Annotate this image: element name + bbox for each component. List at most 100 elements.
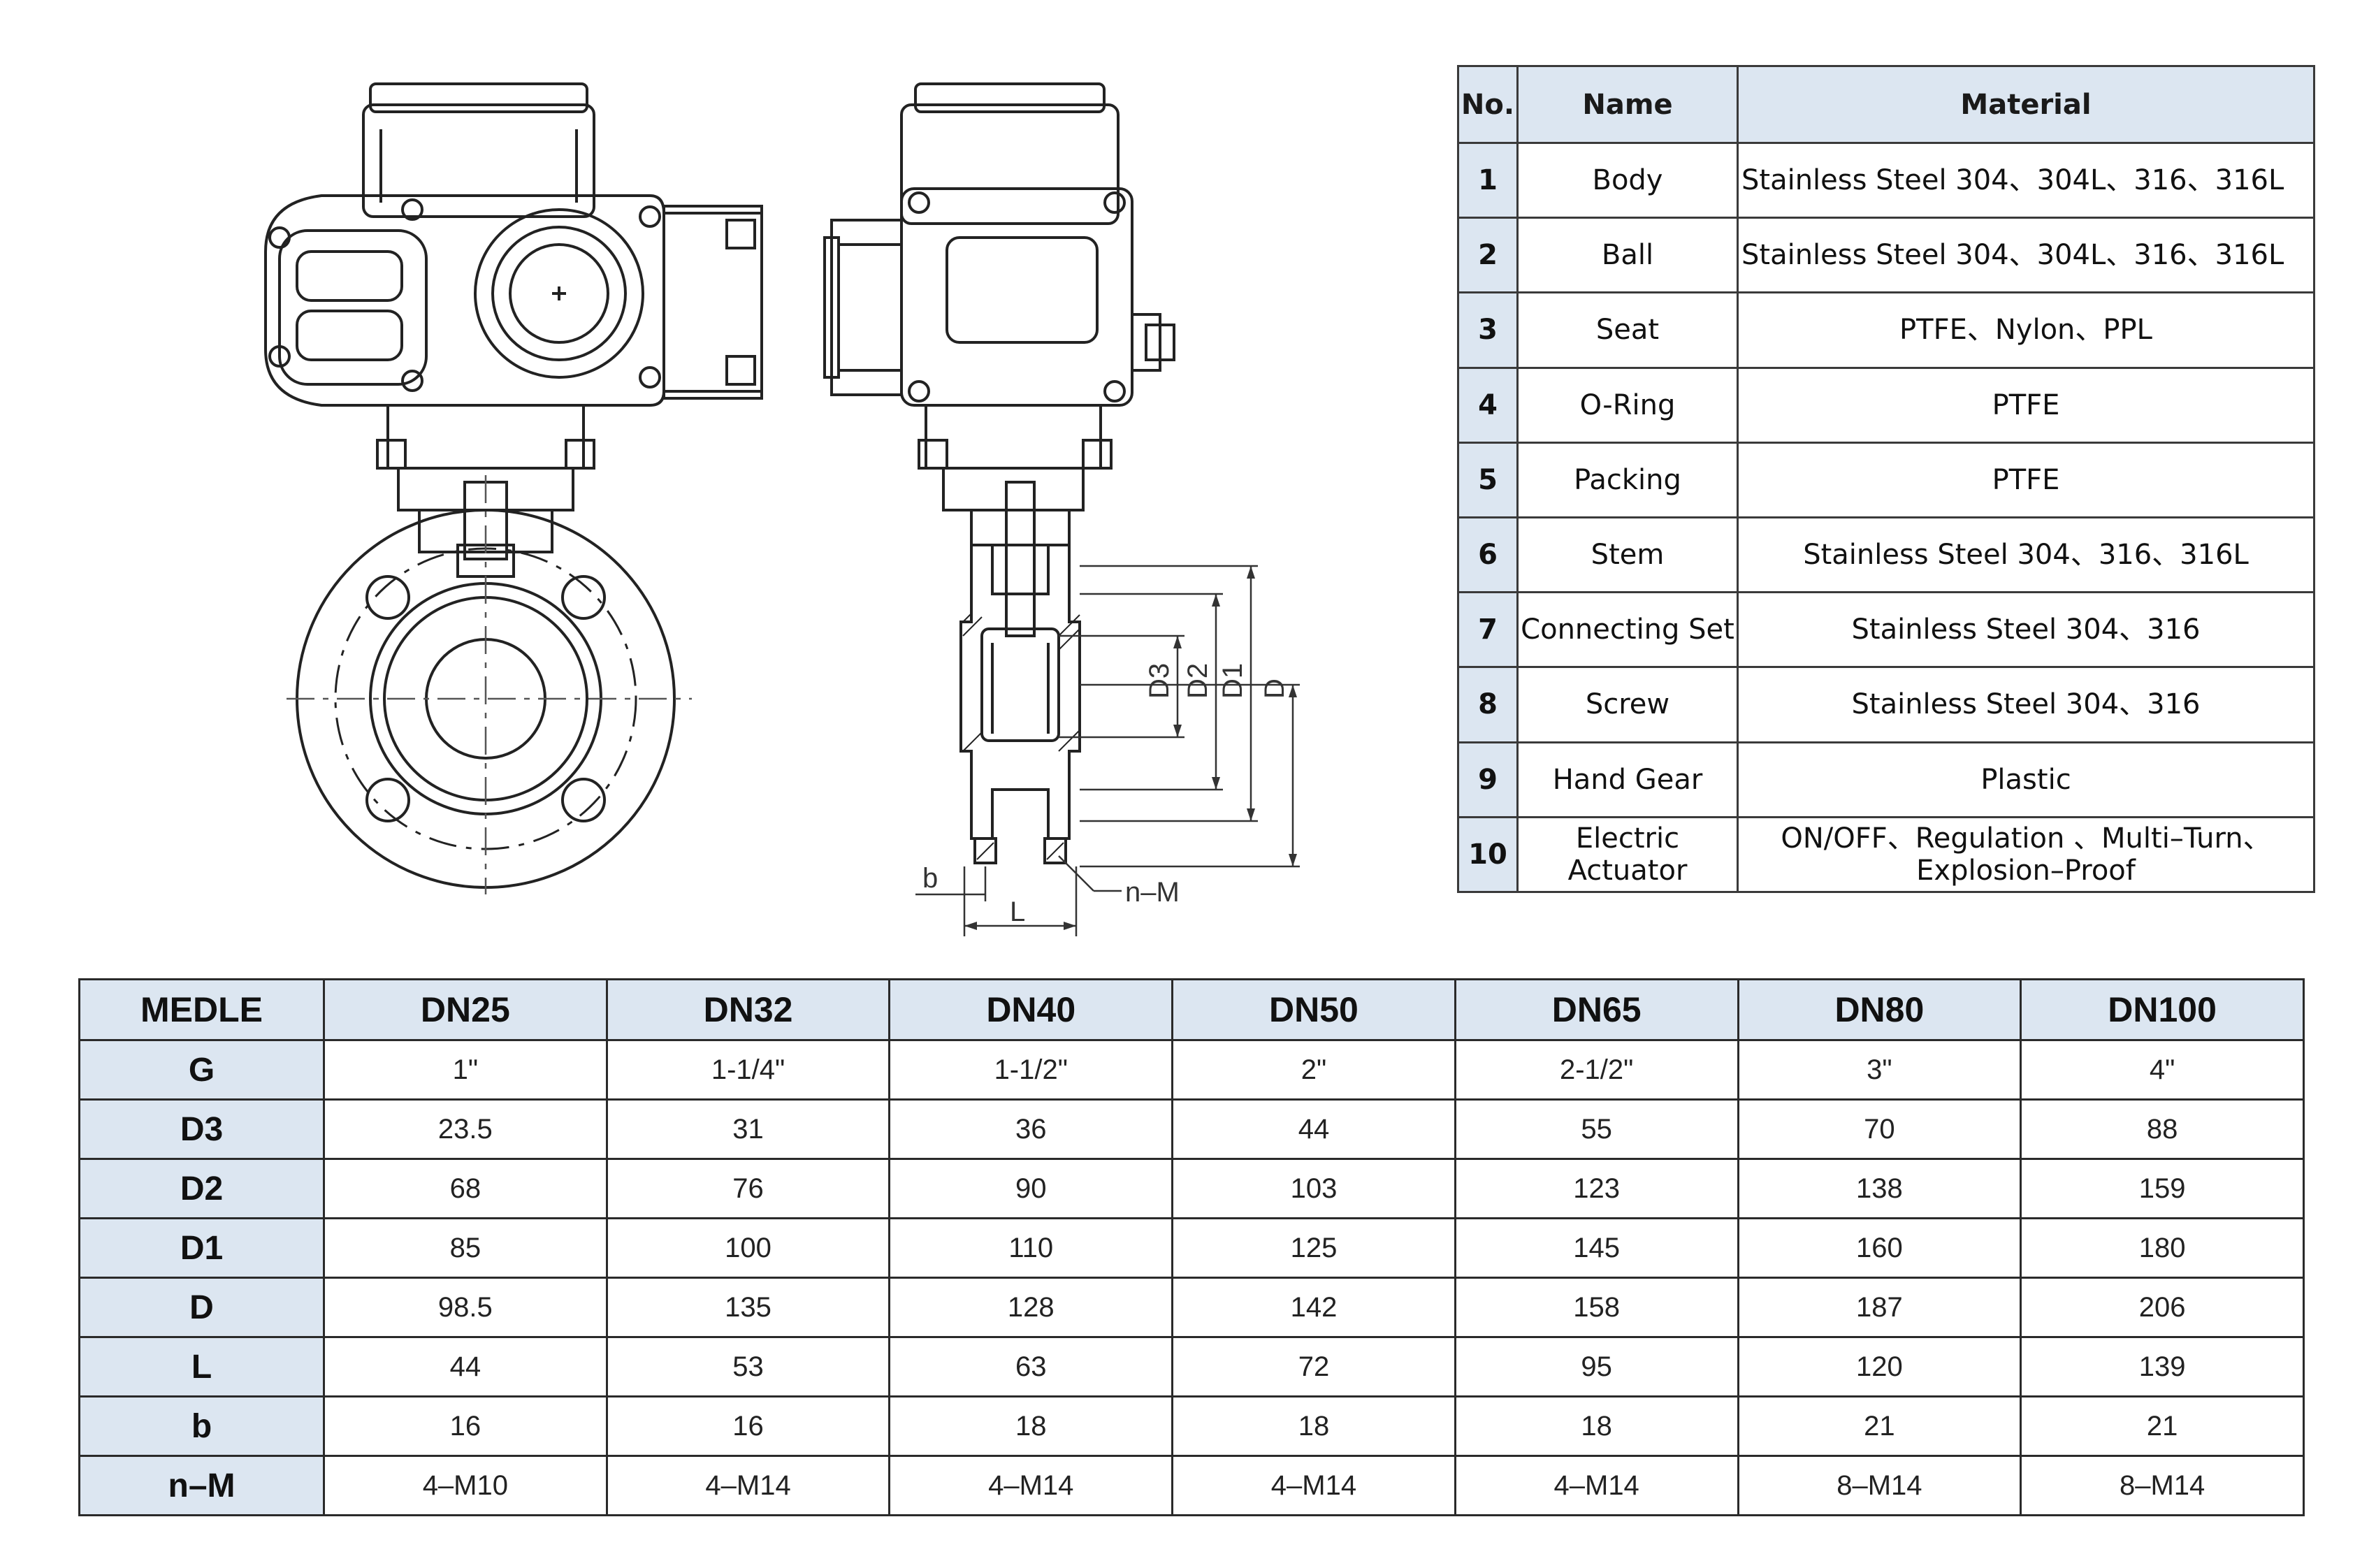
header-name: Name bbox=[1516, 65, 1739, 144]
dim-label-d2: D2 bbox=[1182, 663, 1213, 699]
dimension-value: 76 bbox=[605, 1158, 891, 1219]
part-material: PTFE、Nylon、PPL bbox=[1737, 291, 2315, 369]
dimension-value: 4–M10 bbox=[323, 1455, 608, 1516]
header-size: DN50 bbox=[1171, 978, 1456, 1041]
dimension-value: 44 bbox=[323, 1336, 608, 1398]
part-material: PTFE bbox=[1737, 441, 2315, 518]
dimension-value: 55 bbox=[1454, 1098, 1739, 1160]
part-number: 8 bbox=[1457, 666, 1519, 743]
dimension-value: 135 bbox=[605, 1277, 891, 1338]
dimension-value: 206 bbox=[2020, 1277, 2305, 1338]
part-name: Body bbox=[1516, 141, 1739, 219]
front-view bbox=[264, 82, 763, 889]
dimension-value: 98.5 bbox=[323, 1277, 608, 1338]
part-material: Stainless Steel 304、316、316L bbox=[1737, 516, 2315, 594]
part-material: PTFE bbox=[1737, 366, 2315, 444]
dimension-value: 2" bbox=[1171, 1039, 1456, 1101]
dimension-value: 145 bbox=[1454, 1217, 1739, 1279]
dimension-label: n–M bbox=[78, 1455, 325, 1516]
dim-label-l: L bbox=[1010, 896, 1025, 927]
dimension-value: 139 bbox=[2020, 1336, 2305, 1398]
dimension-value: 1-1/2" bbox=[888, 1039, 1174, 1101]
part-number: 10 bbox=[1457, 815, 1519, 894]
dim-label-b: b bbox=[922, 863, 938, 894]
dimension-label: D2 bbox=[78, 1158, 325, 1219]
dimension-value: 160 bbox=[1737, 1217, 2022, 1279]
dimension-value: 142 bbox=[1171, 1277, 1456, 1338]
header-no: No. bbox=[1457, 65, 1519, 144]
part-name: Connecting Set bbox=[1516, 591, 1739, 669]
dimension-value: 1" bbox=[323, 1039, 608, 1101]
material-table-header: No. Name Material bbox=[1457, 65, 2315, 144]
header-size: DN25 bbox=[323, 978, 608, 1041]
dimension-value: 72 bbox=[1171, 1336, 1456, 1398]
dimension-value: 53 bbox=[605, 1336, 891, 1398]
dimension-value: 63 bbox=[888, 1336, 1174, 1398]
part-name: Electric Actuator bbox=[1516, 815, 1739, 894]
part-number: 1 bbox=[1457, 141, 1519, 219]
header-model: MEDLE bbox=[78, 978, 325, 1041]
dimension-value: 2-1/2" bbox=[1454, 1039, 1739, 1101]
part-name: Ball bbox=[1516, 217, 1739, 294]
dimension-value: 103 bbox=[1171, 1158, 1456, 1219]
part-number: 2 bbox=[1457, 217, 1519, 294]
part-name: O-Ring bbox=[1516, 366, 1739, 444]
part-name: Stem bbox=[1516, 516, 1739, 594]
header-size: DN100 bbox=[2020, 978, 2305, 1041]
header-size: DN65 bbox=[1454, 978, 1739, 1041]
part-name: Seat bbox=[1516, 291, 1739, 369]
dimension-value: 18 bbox=[1171, 1395, 1456, 1457]
dimension-value: 4" bbox=[2020, 1039, 2305, 1101]
part-material: Stainless Steel 304、316 bbox=[1737, 666, 2315, 743]
part-material: Stainless Steel 304、304L、316、316L bbox=[1737, 217, 2315, 294]
dimension-value: 88 bbox=[2020, 1098, 2305, 1160]
dimension-value: 18 bbox=[1454, 1395, 1739, 1457]
dimension-label: D3 bbox=[78, 1098, 325, 1160]
dimension-value: 180 bbox=[2020, 1217, 2305, 1279]
dimension-value: 120 bbox=[1737, 1336, 2022, 1398]
dimension-value: 138 bbox=[1737, 1158, 2022, 1219]
dimension-label: b bbox=[78, 1395, 325, 1457]
dimension-value: 16 bbox=[323, 1395, 608, 1457]
dimension-value: 44 bbox=[1171, 1098, 1456, 1160]
dimension-value: 90 bbox=[888, 1158, 1174, 1219]
dimension-value: 21 bbox=[2020, 1395, 2305, 1457]
part-number: 6 bbox=[1457, 516, 1519, 594]
header-size: DN32 bbox=[605, 978, 891, 1041]
dimension-value: 4–M14 bbox=[1171, 1455, 1456, 1516]
dimension-label: G bbox=[78, 1039, 325, 1101]
dimension-value: 8–M14 bbox=[1737, 1455, 2022, 1516]
drawing-svg: D3 D2 D1 D b L n–M bbox=[264, 82, 1300, 936]
dimension-value: 100 bbox=[605, 1217, 891, 1279]
dimension-value: 110 bbox=[888, 1217, 1174, 1279]
part-name: Packing bbox=[1516, 441, 1739, 518]
dimension-value: 125 bbox=[1171, 1217, 1456, 1279]
side-view bbox=[823, 82, 1175, 864]
dimension-label: D bbox=[78, 1277, 325, 1338]
dimension-value: 95 bbox=[1454, 1336, 1739, 1398]
part-material: Stainless Steel 304、316 bbox=[1737, 591, 2315, 669]
part-name: Hand Gear bbox=[1516, 741, 1739, 818]
part-material: Plastic bbox=[1737, 741, 2315, 818]
dimension-value: 8–M14 bbox=[2020, 1455, 2305, 1516]
part-name: Screw bbox=[1516, 666, 1739, 743]
header-size: DN40 bbox=[888, 978, 1174, 1041]
dimension-label: L bbox=[78, 1336, 325, 1398]
dimension-value: 3" bbox=[1737, 1039, 2022, 1101]
dim-label-d3: D3 bbox=[1144, 663, 1175, 699]
valve-technical-drawing: D3 D2 D1 D b L n–M bbox=[210, 63, 1314, 950]
dim-label-n-m: n–M bbox=[1125, 877, 1180, 908]
part-number: 3 bbox=[1457, 291, 1519, 369]
